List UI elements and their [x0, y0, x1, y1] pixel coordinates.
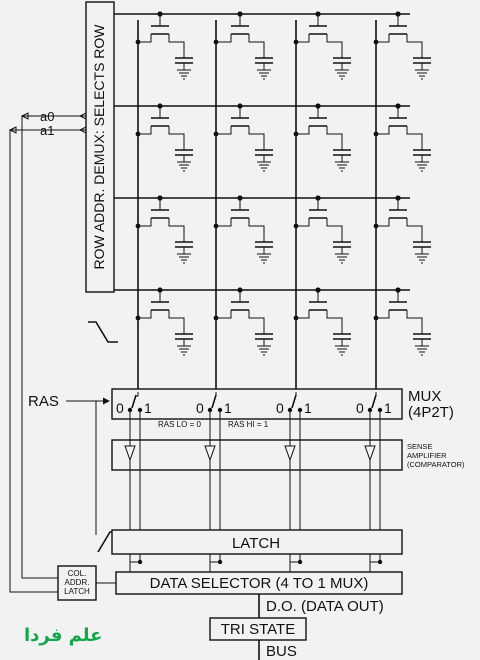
mux-title: MUX: [408, 388, 441, 405]
memory-cell: [373, 103, 431, 172]
ground-icon: [177, 253, 191, 264]
memory-cell: [135, 287, 193, 356]
data-selector-label: DATA SELECTOR (4 TO 1 MUX): [150, 575, 369, 592]
memory-cell: [293, 103, 351, 172]
memory-cell: [213, 195, 273, 264]
junction-dot: [293, 39, 299, 45]
address-a0-label: a0: [40, 109, 54, 124]
memory-cell: [135, 11, 193, 80]
memory-cell: [213, 11, 273, 80]
data-out-label: D.O. (DATA OUT): [266, 598, 384, 615]
memory-cell: [135, 103, 193, 172]
column-connections: [129, 392, 383, 572]
mux-pos-1-label: 1: [384, 400, 392, 416]
mux-pos-0-label: 0: [116, 400, 124, 416]
junction-dot: [135, 131, 141, 137]
sense-amp-line3: (COMPARATOR): [407, 460, 465, 469]
ground-icon: [177, 69, 191, 80]
mux-box: [111, 388, 403, 420]
ras-edge-symbol: [88, 321, 118, 343]
junction-dot: [293, 315, 299, 321]
row-demux-box: [85, 1, 115, 293]
ground-icon: [335, 161, 349, 172]
memory-cell: [213, 287, 273, 356]
ground-icon: [257, 345, 271, 356]
mux-pos-1-label: 1: [224, 400, 232, 416]
junction-dot: [237, 11, 243, 17]
junction-dot: [135, 223, 141, 229]
col-latch-line3: LATCH: [64, 587, 90, 596]
ras-arrow-icon: [103, 397, 110, 405]
junction-dot: [293, 223, 299, 229]
ras-lo-note: RAS LO = 0: [158, 420, 201, 429]
memory-cell: [373, 287, 431, 356]
junction-dot: [373, 39, 379, 45]
mux-pos-1-label: 1: [304, 400, 312, 416]
ground-icon: [257, 69, 271, 80]
sense-amp-line2: AMPLIFIER: [407, 451, 447, 460]
ground-icon: [415, 345, 429, 356]
latch-box: [111, 529, 403, 555]
mux-pos-1-label: 1: [144, 400, 152, 416]
ground-icon: [177, 345, 191, 356]
junction-dot: [213, 223, 219, 229]
junction-dot: [213, 39, 219, 45]
junction-dot: [373, 315, 379, 321]
junction-dot: [157, 11, 163, 17]
row-demux-label: ROW ADDR. DEMUX: SELECTS ROW: [91, 24, 107, 270]
sense-amp-line1: SENSE: [407, 442, 432, 451]
mux-pos-0-label: 0: [196, 400, 204, 416]
ground-icon: [415, 69, 429, 80]
bus-label: BUS: [266, 643, 297, 660]
ras-label: RAS: [28, 393, 59, 410]
junction-dot: [373, 131, 379, 137]
memory-cell: [213, 103, 273, 172]
junction-dot: [373, 223, 379, 229]
bitline-to-mux: [136, 392, 139, 397]
ground-icon: [177, 161, 191, 172]
ras-hi-note: RAS HI = 1: [228, 420, 269, 429]
col-latch-line1: COL.: [68, 569, 87, 578]
mux-pos-0-label: 0: [276, 400, 284, 416]
address-a1-label: a1: [40, 123, 54, 138]
memory-cell: [293, 287, 351, 356]
ground-icon: [257, 161, 271, 172]
memory-cell-array: [114, 11, 431, 392]
junction-dot: [135, 39, 141, 45]
ground-icon: [415, 161, 429, 172]
memory-cell: [293, 195, 351, 264]
memory-cell: [373, 195, 431, 264]
memory-cell: [135, 195, 193, 264]
memory-cell: [293, 11, 351, 80]
tristate-box: [209, 617, 307, 641]
mux-pos-0-label: 0: [356, 400, 364, 416]
ground-icon: [335, 253, 349, 264]
mux-subtitle: (4P2T): [408, 404, 454, 421]
junction-dot: [135, 315, 141, 321]
address-lines: [8, 112, 87, 593]
ground-icon: [335, 345, 349, 356]
junction-dot: [213, 315, 219, 321]
latch-label: LATCH: [232, 535, 280, 552]
junction-dot: [395, 11, 401, 17]
ground-icon: [257, 253, 271, 264]
memory-cell: [373, 11, 431, 80]
junction-dot: [213, 131, 219, 137]
ground-icon: [335, 69, 349, 80]
junction-dot: [315, 11, 321, 17]
watermark-logo: علم فردا: [24, 625, 102, 646]
sense-amp-box: [111, 439, 403, 471]
ground-icon: [415, 253, 429, 264]
col-latch-line2: ADDR.: [65, 578, 90, 587]
tristate-label: TRI STATE: [221, 621, 295, 638]
junction-dot: [293, 131, 299, 137]
